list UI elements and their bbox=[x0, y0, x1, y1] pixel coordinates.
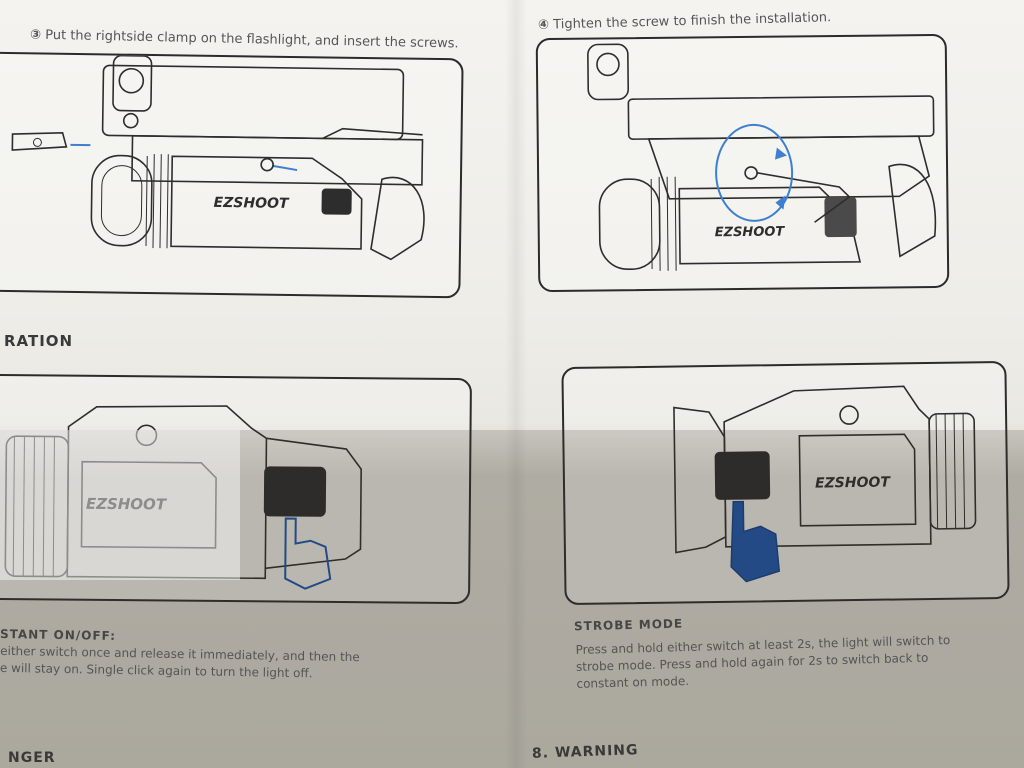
cast-shadow bbox=[0, 430, 1024, 768]
step3-caption: ③ Put the rightside clamp on the flashli… bbox=[30, 28, 459, 52]
logo-step3: EZSHOOT bbox=[213, 195, 290, 212]
step4-illustration: EZSHOOT bbox=[587, 43, 937, 271]
paper-fold bbox=[505, 0, 527, 768]
step3-text: Put the rightside clamp on the flashligh… bbox=[45, 27, 459, 52]
switch-pad-strobe bbox=[714, 451, 771, 500]
step4-panel: EZSHOOT bbox=[535, 33, 950, 293]
logo-strobe: EZSHOOT bbox=[815, 475, 892, 492]
step4-caption: ④ Tighten the screw to finish the instal… bbox=[538, 10, 832, 33]
logo-constant: EZSHOOT bbox=[86, 495, 168, 514]
step4-number: ④ bbox=[537, 17, 550, 33]
shadow-highlight bbox=[0, 430, 240, 580]
step3-panel: EZSHOOT bbox=[0, 51, 464, 299]
step3-illustration: EZSHOOT bbox=[11, 54, 425, 261]
pointing-hand-icon bbox=[284, 517, 332, 590]
pointing-hand-icon bbox=[730, 500, 781, 583]
switch-pad bbox=[321, 188, 352, 215]
strobe-panel: EZSHOOT bbox=[561, 360, 1010, 606]
step3-number: ③ bbox=[29, 27, 42, 43]
step4-text: Tighten the screw to finish the installa… bbox=[553, 10, 832, 33]
switch-pad-constant bbox=[263, 466, 327, 517]
constant-illustration: EZSHOOT bbox=[4, 405, 362, 590]
operation-title: RATION bbox=[4, 332, 74, 350]
bottom-left-heading: NGER bbox=[8, 750, 56, 766]
logo-step4: EZSHOOT bbox=[715, 225, 786, 241]
constant-panel: EZSHOOT bbox=[0, 373, 472, 605]
switch-pad-step4 bbox=[824, 196, 857, 238]
rotation-arrow-icon bbox=[715, 123, 794, 222]
strobe-illustration: EZSHOOT bbox=[673, 385, 977, 583]
